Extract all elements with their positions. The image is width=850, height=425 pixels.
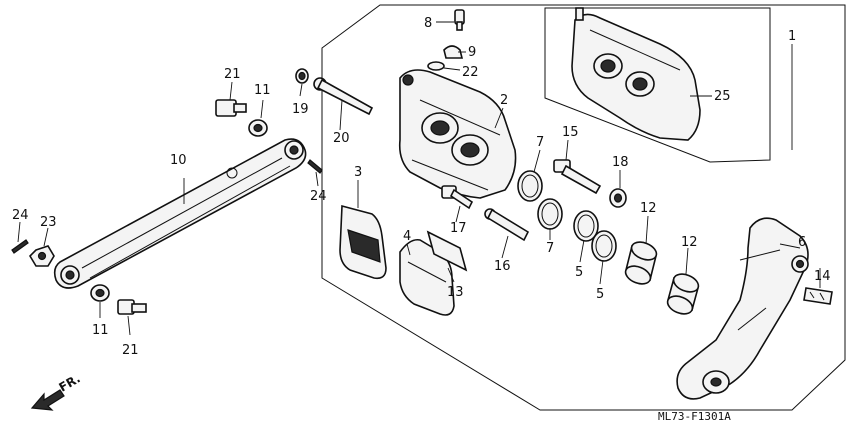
callout-3: 3 (354, 165, 362, 180)
callout-18: 18 (612, 155, 629, 170)
callout-23: 23 (40, 215, 57, 230)
cotter-pin-24-right (307, 159, 323, 174)
torque-rod (53, 138, 307, 289)
brake-pad-3 (339, 204, 387, 280)
plug-19 (295, 68, 309, 84)
cotter-pin-24-left (11, 239, 29, 254)
callout-16: 16 (494, 259, 511, 274)
bleeder-valve-8 (454, 9, 465, 31)
drawing-code: ML73-F1301A (658, 410, 731, 423)
callout-20: 20 (333, 131, 350, 146)
callout-21-top: 21 (224, 67, 241, 82)
callout-14: 14 (814, 269, 831, 284)
callout-13: 13 (447, 285, 464, 300)
brake-pad-4 (399, 238, 455, 316)
callouts: 1 2 3 4 5 5 6 7 7 8 9 10 11 11 12 12 13 … (12, 16, 831, 358)
callout-12-lower: 12 (681, 235, 698, 250)
assembly-boundary (321, 4, 846, 411)
callout-10: 10 (170, 153, 187, 168)
bleeder-cap-9 (443, 45, 464, 59)
piston-seals (517, 170, 617, 262)
callout-11-bottom: 11 (92, 323, 109, 338)
callout-7-lower: 7 (546, 241, 554, 256)
boot-18 (609, 188, 627, 208)
callout-6: 6 (798, 235, 806, 250)
callout-9: 9 (468, 45, 476, 60)
pad-pin-20 (313, 77, 374, 116)
front-direction-arrow: FR. (30, 371, 83, 411)
piston-12-upper (624, 241, 658, 285)
callout-25: 25 (714, 89, 731, 104)
clip-22 (427, 61, 445, 71)
slide-pin-15 (553, 159, 602, 195)
caliper-assembly-25 (571, 7, 701, 141)
collar-11-top (248, 119, 268, 137)
callout-4: 4 (403, 229, 411, 244)
callout-8: 8 (424, 16, 432, 31)
callout-7-upper: 7 (536, 135, 544, 150)
callout-19: 19 (292, 102, 309, 117)
bolt-21-top (215, 99, 247, 117)
callout-2: 2 (500, 93, 508, 108)
caliper-body (398, 69, 517, 199)
callout-17: 17 (450, 221, 467, 236)
callout-1: 1 (788, 29, 796, 44)
caliper-assembly-inset-boundary (544, 7, 771, 163)
callout-15: 15 (562, 125, 579, 140)
leader-lines (17, 21, 821, 336)
bolt-21-bottom (117, 299, 147, 315)
callout-24-right: 24 (310, 189, 327, 204)
callout-12-upper: 12 (640, 201, 657, 216)
callout-24-left: 24 (12, 208, 29, 223)
caliper-bracket-6 (676, 217, 809, 400)
collar-11-bottom (90, 284, 110, 302)
pad-spring-14 (803, 287, 833, 305)
bolt-17 (441, 185, 474, 210)
pad-shim-13 (426, 230, 468, 272)
callout-5-lower: 5 (596, 287, 604, 302)
callout-22: 22 (462, 65, 479, 80)
callout-5-upper: 5 (575, 265, 583, 280)
nut-23 (28, 245, 55, 267)
slide-pin-16 (484, 208, 530, 242)
callout-11-top: 11 (254, 83, 271, 98)
piston-12-lower (666, 273, 700, 315)
callout-21-bottom: 21 (122, 343, 139, 358)
direction-label: FR. (57, 371, 83, 394)
